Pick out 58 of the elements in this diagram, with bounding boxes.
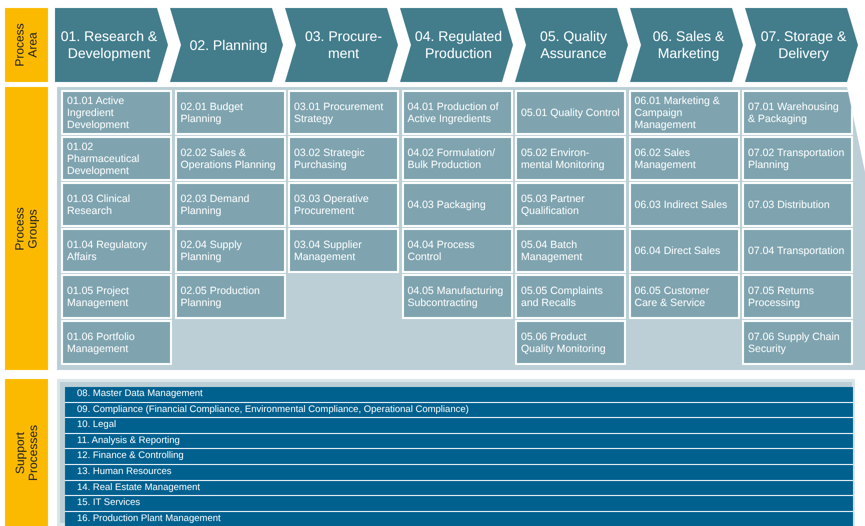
process-group-tile: 04.03 Packaging <box>402 182 512 227</box>
process-area-header: 06. Sales & Marketing <box>630 8 743 82</box>
support-processes-panel <box>57 379 855 526</box>
process-group-tile: 01.04 Regulatory Affairs <box>61 228 172 273</box>
process-group-tile: 01.02 Pharmaceutical Development <box>61 136 172 181</box>
support-process-bar: 15. IT Services <box>65 496 853 512</box>
support-process-bar: 14. Real Estate Management <box>65 480 853 496</box>
process-group-tile: 05.05 Complaints and Recalls <box>515 274 626 319</box>
process-group-tile: 05.03 Partner Qualification <box>515 182 626 227</box>
process-group-tile: 06.03 Indirect Sales <box>628 182 740 227</box>
process-area-header: 01. Research & Development <box>55 8 168 82</box>
process-group-tile: 03.04 Supplier Management <box>288 228 399 273</box>
process-group-tile: 05.04 Batch Management <box>515 228 626 273</box>
process-group-tile: 04.02 Formulation/ Bulk Production <box>402 136 512 181</box>
process-area-header: 03. Procure- ment <box>285 8 398 82</box>
process-group-tile: 04.04 Process Control <box>402 228 512 273</box>
process-area-header: 07. Storage & Delivery <box>745 8 858 82</box>
process-group-tile: 02.01 Budget Planning <box>174 90 286 135</box>
process-group-tile: 06.01 Marketing & Campaign Management <box>628 90 740 135</box>
process-group-tile: 04.05 Manufacturing Subcontracting <box>402 274 512 319</box>
process-area-header: 02. Planning <box>170 8 283 82</box>
row-header-band: Process Groups <box>5 87 48 370</box>
support-process-bar: 16. Production Plant Management <box>65 512 853 526</box>
support-process-bar: 08. Master Data Management <box>65 387 853 403</box>
process-group-tile: 05.01 Quality Control <box>515 90 626 135</box>
process-group-tile: 07.05 Returns Processing <box>742 274 853 319</box>
process-group-tile: 06.02 Sales Management <box>628 136 740 181</box>
support-process-bar: 12. Finance & Controlling <box>65 449 853 465</box>
process-group-tile: 05.06 Product Quality Monitoring <box>515 320 626 365</box>
process-area-header: 04. Regulated Production <box>400 8 513 82</box>
process-group-tile: 07.02 Transportation Planning <box>742 136 853 181</box>
process-group-tile: 05.02 Environ- mental Monitoring <box>515 136 626 181</box>
process-group-tile: 06.04 Direct Sales <box>628 228 740 273</box>
support-process-bar: 10. Legal <box>65 418 853 434</box>
process-group-tile: 01.03 Clinical Research <box>61 182 172 227</box>
process-group-tile: 01.06 Portfolio Management <box>61 320 172 365</box>
process-group-tile: 07.04 Transportation <box>742 228 853 273</box>
process-group-tile: 01.01 Active Ingredient Development <box>61 90 172 135</box>
process-group-tile: 02.03 Demand Planning <box>174 182 286 227</box>
process-group-tile: 02.02 Sales & Operations Planning <box>174 136 286 181</box>
process-group-tile: 06.05 Customer Care & Service <box>628 274 740 319</box>
process-group-tile: 02.05 Production Planning <box>174 274 286 319</box>
process-group-tile: 03.03 Operative Procurement <box>288 182 399 227</box>
process-group-tile: 01.05 Project Management <box>61 274 172 319</box>
process-group-tile: 07.06 Supply Chain Security <box>742 320 853 365</box>
process-groups-panel <box>57 87 865 370</box>
process-group-tile: 03.01 Procurement Strategy <box>288 90 399 135</box>
row-header-band: Process Area <box>5 8 48 82</box>
process-area-header: 05. Quality Assurance <box>515 8 628 82</box>
process-group-tile: 02.04 Supply Planning <box>174 228 286 273</box>
support-process-bar: 09. Compliance (Financial Compliance, Environmental Compliance, Operational Compliance) <box>65 402 853 418</box>
support-process-bar: 13. Human Resources <box>65 465 853 481</box>
process-group-tile: 07.03 Distribution <box>742 182 853 227</box>
row-header-band: Support Processes <box>5 379 48 526</box>
process-group-tile: 03.02 Strategic Purchasing <box>288 136 399 181</box>
support-process-bar: 11. Analysis & Reporting <box>65 434 853 450</box>
process-group-tile: 07.01 Warehousing & Packaging <box>742 90 853 135</box>
process-group-tile: 04.01 Production of Active Ingredients <box>402 90 512 135</box>
